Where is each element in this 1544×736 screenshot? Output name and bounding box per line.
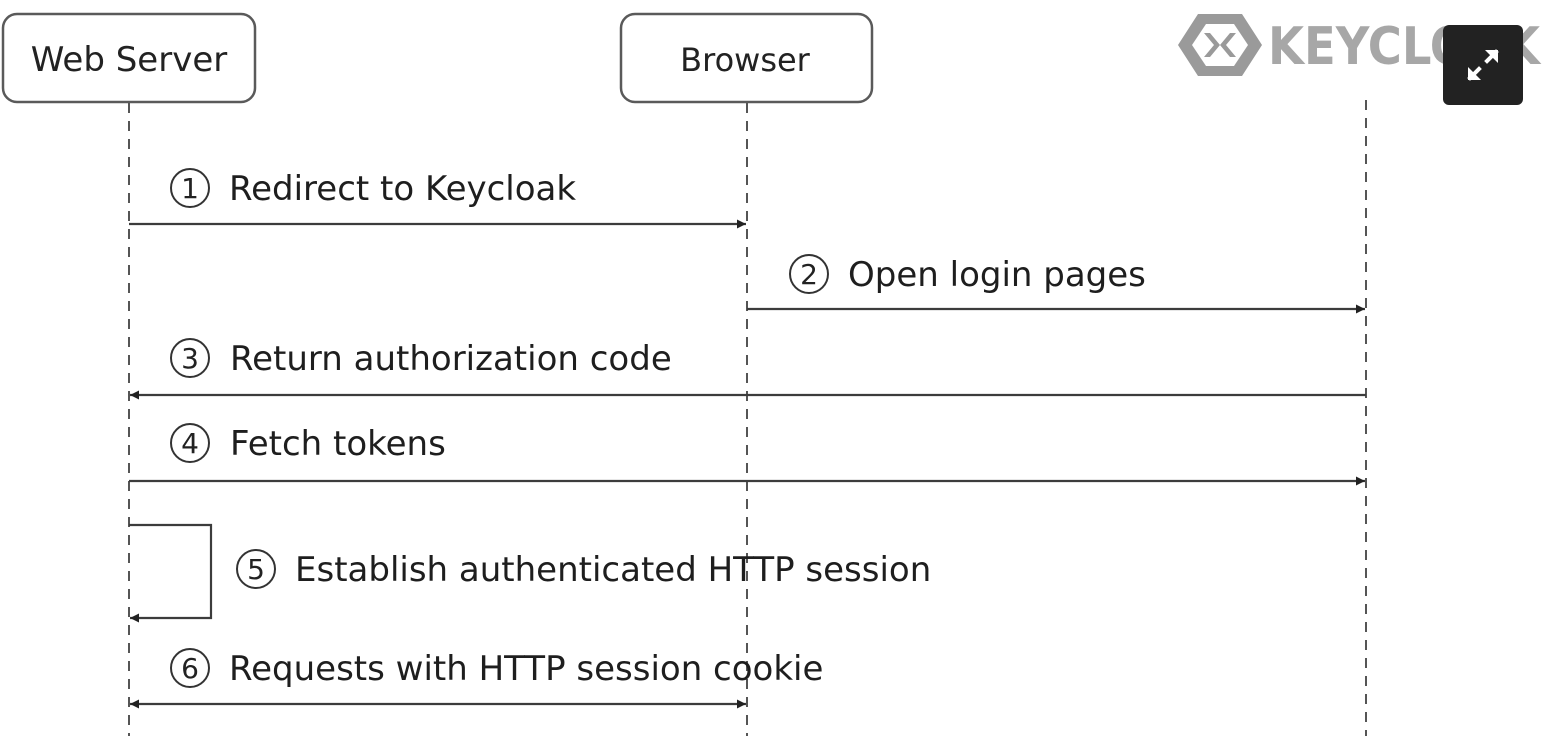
message-6: 6 Requests with HTTP session cookie (130, 648, 823, 709)
message-1-label: Redirect to Keycloak (229, 169, 576, 209)
message-6-label: Requests with HTTP session cookie (229, 649, 823, 689)
message-2: 2 Open login pages (747, 254, 1365, 314)
expand-button[interactable] (1443, 25, 1523, 105)
message-3-label: Return authorization code (230, 339, 672, 379)
step-1-circle (170, 168, 210, 208)
step-5-circle (236, 549, 276, 589)
message-1: 1 Redirect to Keycloak (129, 168, 746, 229)
step-3-circle (170, 338, 210, 378)
step-3-number: 3 (181, 342, 199, 375)
step-4-number: 4 (181, 427, 199, 460)
participant-web-server: Web Server (1, 12, 257, 104)
step-6-circle (170, 648, 210, 688)
step-4-circle (170, 423, 210, 463)
participant-web-server-label: Web Server (31, 40, 227, 80)
participant-browser-label: Browser (680, 41, 811, 79)
message-5-label: Establish authenticated HTTP session (295, 550, 931, 590)
message-5-self-arrow (129, 523, 213, 623)
message-4-label: Fetch tokens (230, 424, 446, 464)
step-2-number: 2 (800, 258, 818, 291)
expand-icon (1467, 49, 1499, 81)
message-2-label: Open login pages (848, 255, 1146, 295)
step-5-number: 5 (247, 553, 265, 586)
message-4: 4 Fetch tokens (129, 423, 1365, 486)
message-5: 5 Establish authenticated HTTP session (129, 523, 931, 623)
step-2-circle (789, 254, 829, 294)
message-3: 3 Return authorization code (130, 338, 1366, 400)
step-1-number: 1 (181, 172, 199, 205)
participant-browser: Browser (619, 12, 874, 104)
step-6-number: 6 (181, 652, 199, 685)
